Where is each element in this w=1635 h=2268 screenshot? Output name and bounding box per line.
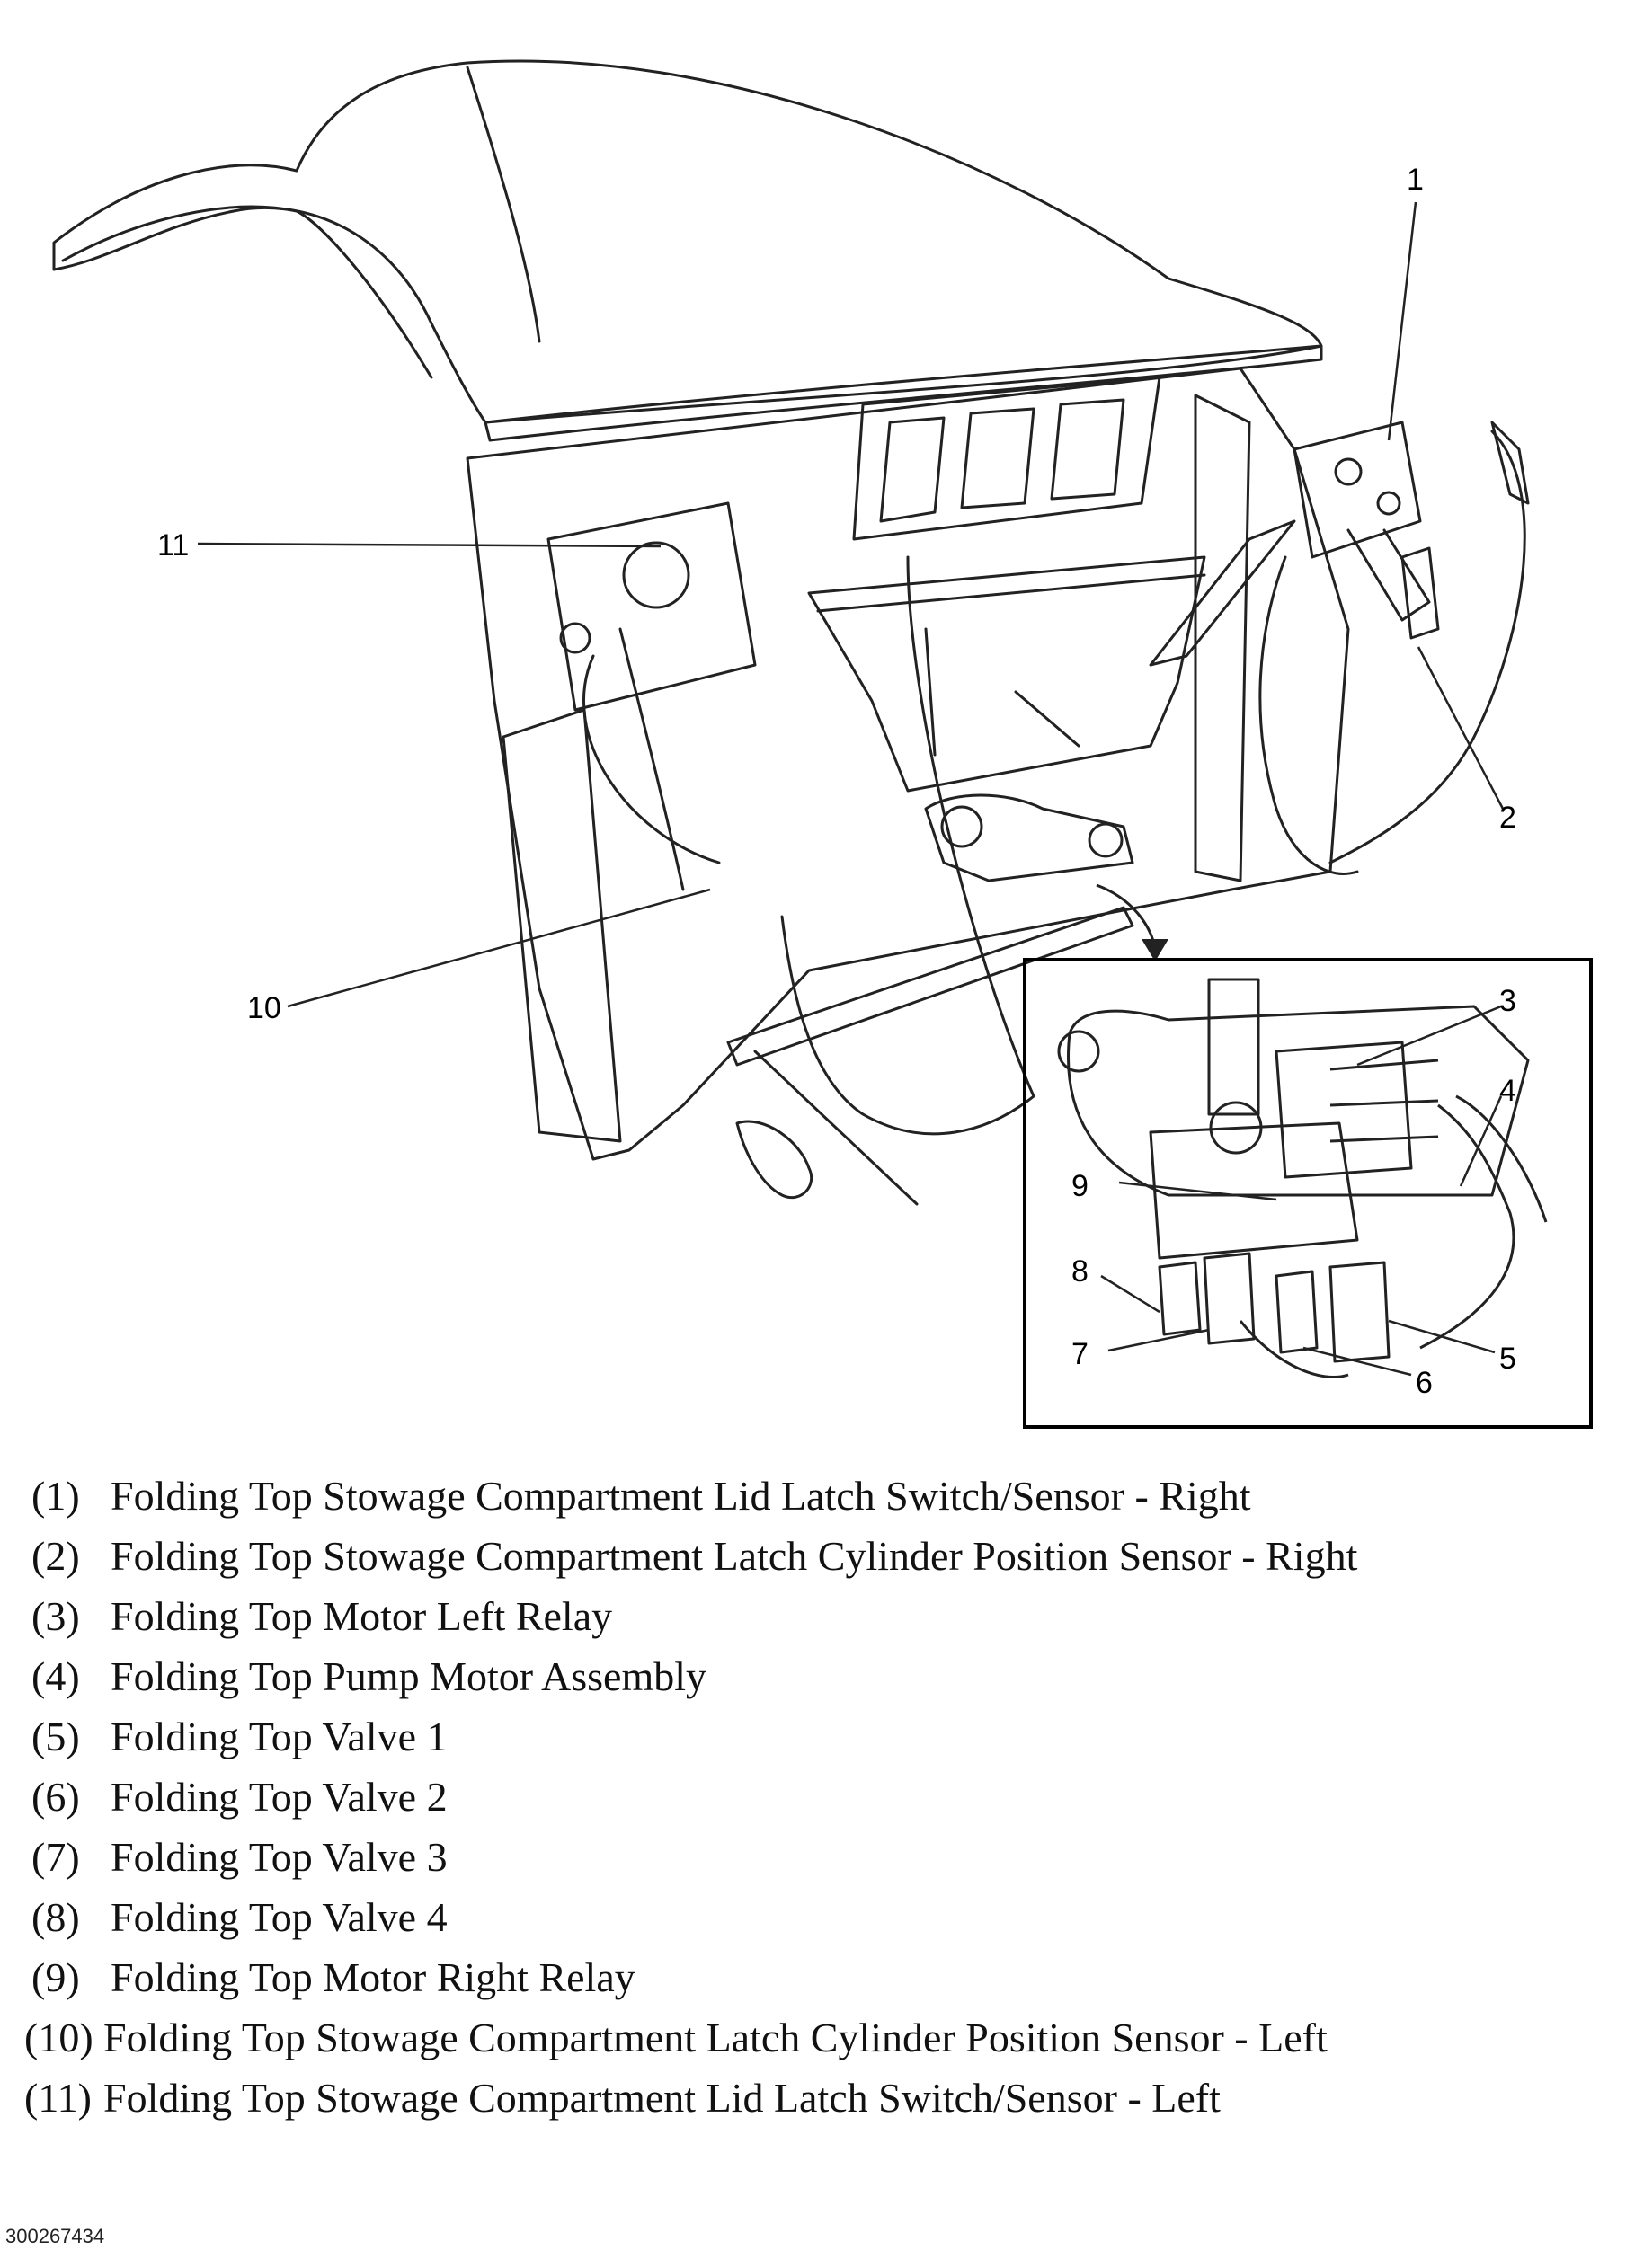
roof-trim [61, 205, 433, 379]
legend-text: Folding Top Pump Motor Assembly [111, 1653, 707, 1699]
left-latch-pivot [622, 541, 690, 609]
legend-text: Folding Top Valve 2 [111, 1774, 448, 1820]
detail-arrow-head [1142, 939, 1168, 961]
bottom-latch [735, 1120, 813, 1200]
callout-4: 4 [1499, 1074, 1516, 1108]
legend-item-2: (2) Folding Top Stowage Compartment Latch… [31, 1532, 1357, 1580]
callout-8: 8 [1071, 1254, 1089, 1289]
inset-relay-left [1275, 1041, 1413, 1179]
legend-number: (5) [31, 1714, 80, 1759]
lower-rail [726, 906, 1134, 1067]
right-latch-plate [1293, 421, 1422, 559]
callout-1: 1 [1407, 163, 1424, 197]
detail-arrow [1096, 883, 1157, 949]
callout-3: 3 [1499, 984, 1516, 1018]
inset-detail-drawing [1057, 978, 1548, 1378]
inset-detail-box [1023, 958, 1593, 1429]
legend-item-1: (1) Folding Top Stowage Compartment Lid L… [31, 1472, 1251, 1519]
right-cable [1328, 430, 1526, 864]
legend-text: Folding Top Valve 4 [111, 1894, 448, 1940]
legend-number: (3) [31, 1593, 80, 1639]
roof-outline [52, 59, 1323, 424]
inset-valve-1 [1328, 1261, 1391, 1363]
inset-harness [1419, 1103, 1515, 1350]
right-support-arm [1149, 519, 1296, 667]
legend-item-10: (10)Folding Top Stowage Compartment Latc… [24, 2014, 1328, 2061]
legend-text: Folding Top Stowage Compartment Latch Cy… [103, 2015, 1328, 2060]
right-sensor-body [1400, 546, 1440, 640]
legend-number: (4) [31, 1653, 80, 1699]
legend-item-9: (9) Folding Top Motor Right Relay [31, 1953, 635, 2001]
right-connector [1490, 421, 1530, 505]
rear-bow [852, 376, 1161, 541]
callout-6: 6 [1416, 1366, 1433, 1400]
inset-valve-2 [1275, 1270, 1319, 1354]
inset-valve-4 [1158, 1261, 1202, 1336]
leader-lines [197, 201, 1505, 1377]
left-latch-plate [546, 501, 757, 712]
left-latch-arm [618, 627, 685, 891]
roof-seam [466, 66, 541, 343]
legend-text: Folding Top Stowage Compartment Latch Cy… [111, 1533, 1358, 1579]
callout-11: 11 [157, 528, 190, 563]
roof-lower-edge [484, 344, 1323, 442]
legend-number: (1) [31, 1473, 80, 1519]
right-harness [1258, 555, 1359, 875]
folding-top-illustration [52, 59, 1593, 1429]
legend-item-7: (7) Folding Top Valve 3 [31, 1833, 448, 1881]
right-latch-arm [1346, 528, 1431, 622]
center-cable [780, 555, 1035, 1136]
legend-item-6: (6) Folding Top Valve 2 [31, 1773, 448, 1821]
callout-9: 9 [1071, 1169, 1089, 1203]
legend-number: (10) [24, 2015, 93, 2060]
callout-10: 10 [247, 991, 281, 1025]
legend-item-11: (11)Folding Top Stowage Compartment Lid … [24, 2074, 1221, 2122]
legend-text: Folding Top Motor Left Relay [111, 1593, 613, 1639]
stowage-tub [807, 555, 1206, 793]
legend-item-8: (8) Folding Top Valve 4 [31, 1893, 448, 1941]
legend-text: Folding Top Stowage Compartment Lid Latc… [103, 2075, 1221, 2121]
legend-text: Folding Top Valve 1 [111, 1714, 448, 1759]
legend-item-4: (4) Folding Top Pump Motor Assembly [31, 1652, 706, 1700]
legend-text: Folding Top Valve 3 [111, 1834, 448, 1880]
pump-area [924, 793, 1134, 882]
legend-number: (9) [31, 1954, 80, 2000]
legend-number: (7) [31, 1834, 80, 1880]
callout-5: 5 [1499, 1342, 1516, 1376]
figure-id: 300267434 [5, 2225, 105, 2247]
left-frame-rail [502, 708, 622, 1143]
legend-number: (8) [31, 1894, 80, 1940]
legend-item-3: (3) Folding Top Motor Left Relay [31, 1592, 612, 1640]
legend-number: (2) [31, 1533, 80, 1579]
callout-7: 7 [1071, 1337, 1089, 1371]
inset-pump-block [1149, 1121, 1359, 1260]
legend-number: (6) [31, 1774, 80, 1820]
legend-item-5: (5) Folding Top Valve 1 [31, 1713, 448, 1760]
legend-number: (11) [24, 2075, 92, 2121]
callout-2: 2 [1499, 801, 1516, 835]
inset-valve-3 [1203, 1252, 1256, 1345]
legend-text: Folding Top Stowage Compartment Lid Latc… [111, 1473, 1251, 1519]
left-wiring [582, 654, 721, 864]
legend-text: Folding Top Motor Right Relay [111, 1954, 635, 2000]
right-side-frame [1194, 394, 1251, 882]
